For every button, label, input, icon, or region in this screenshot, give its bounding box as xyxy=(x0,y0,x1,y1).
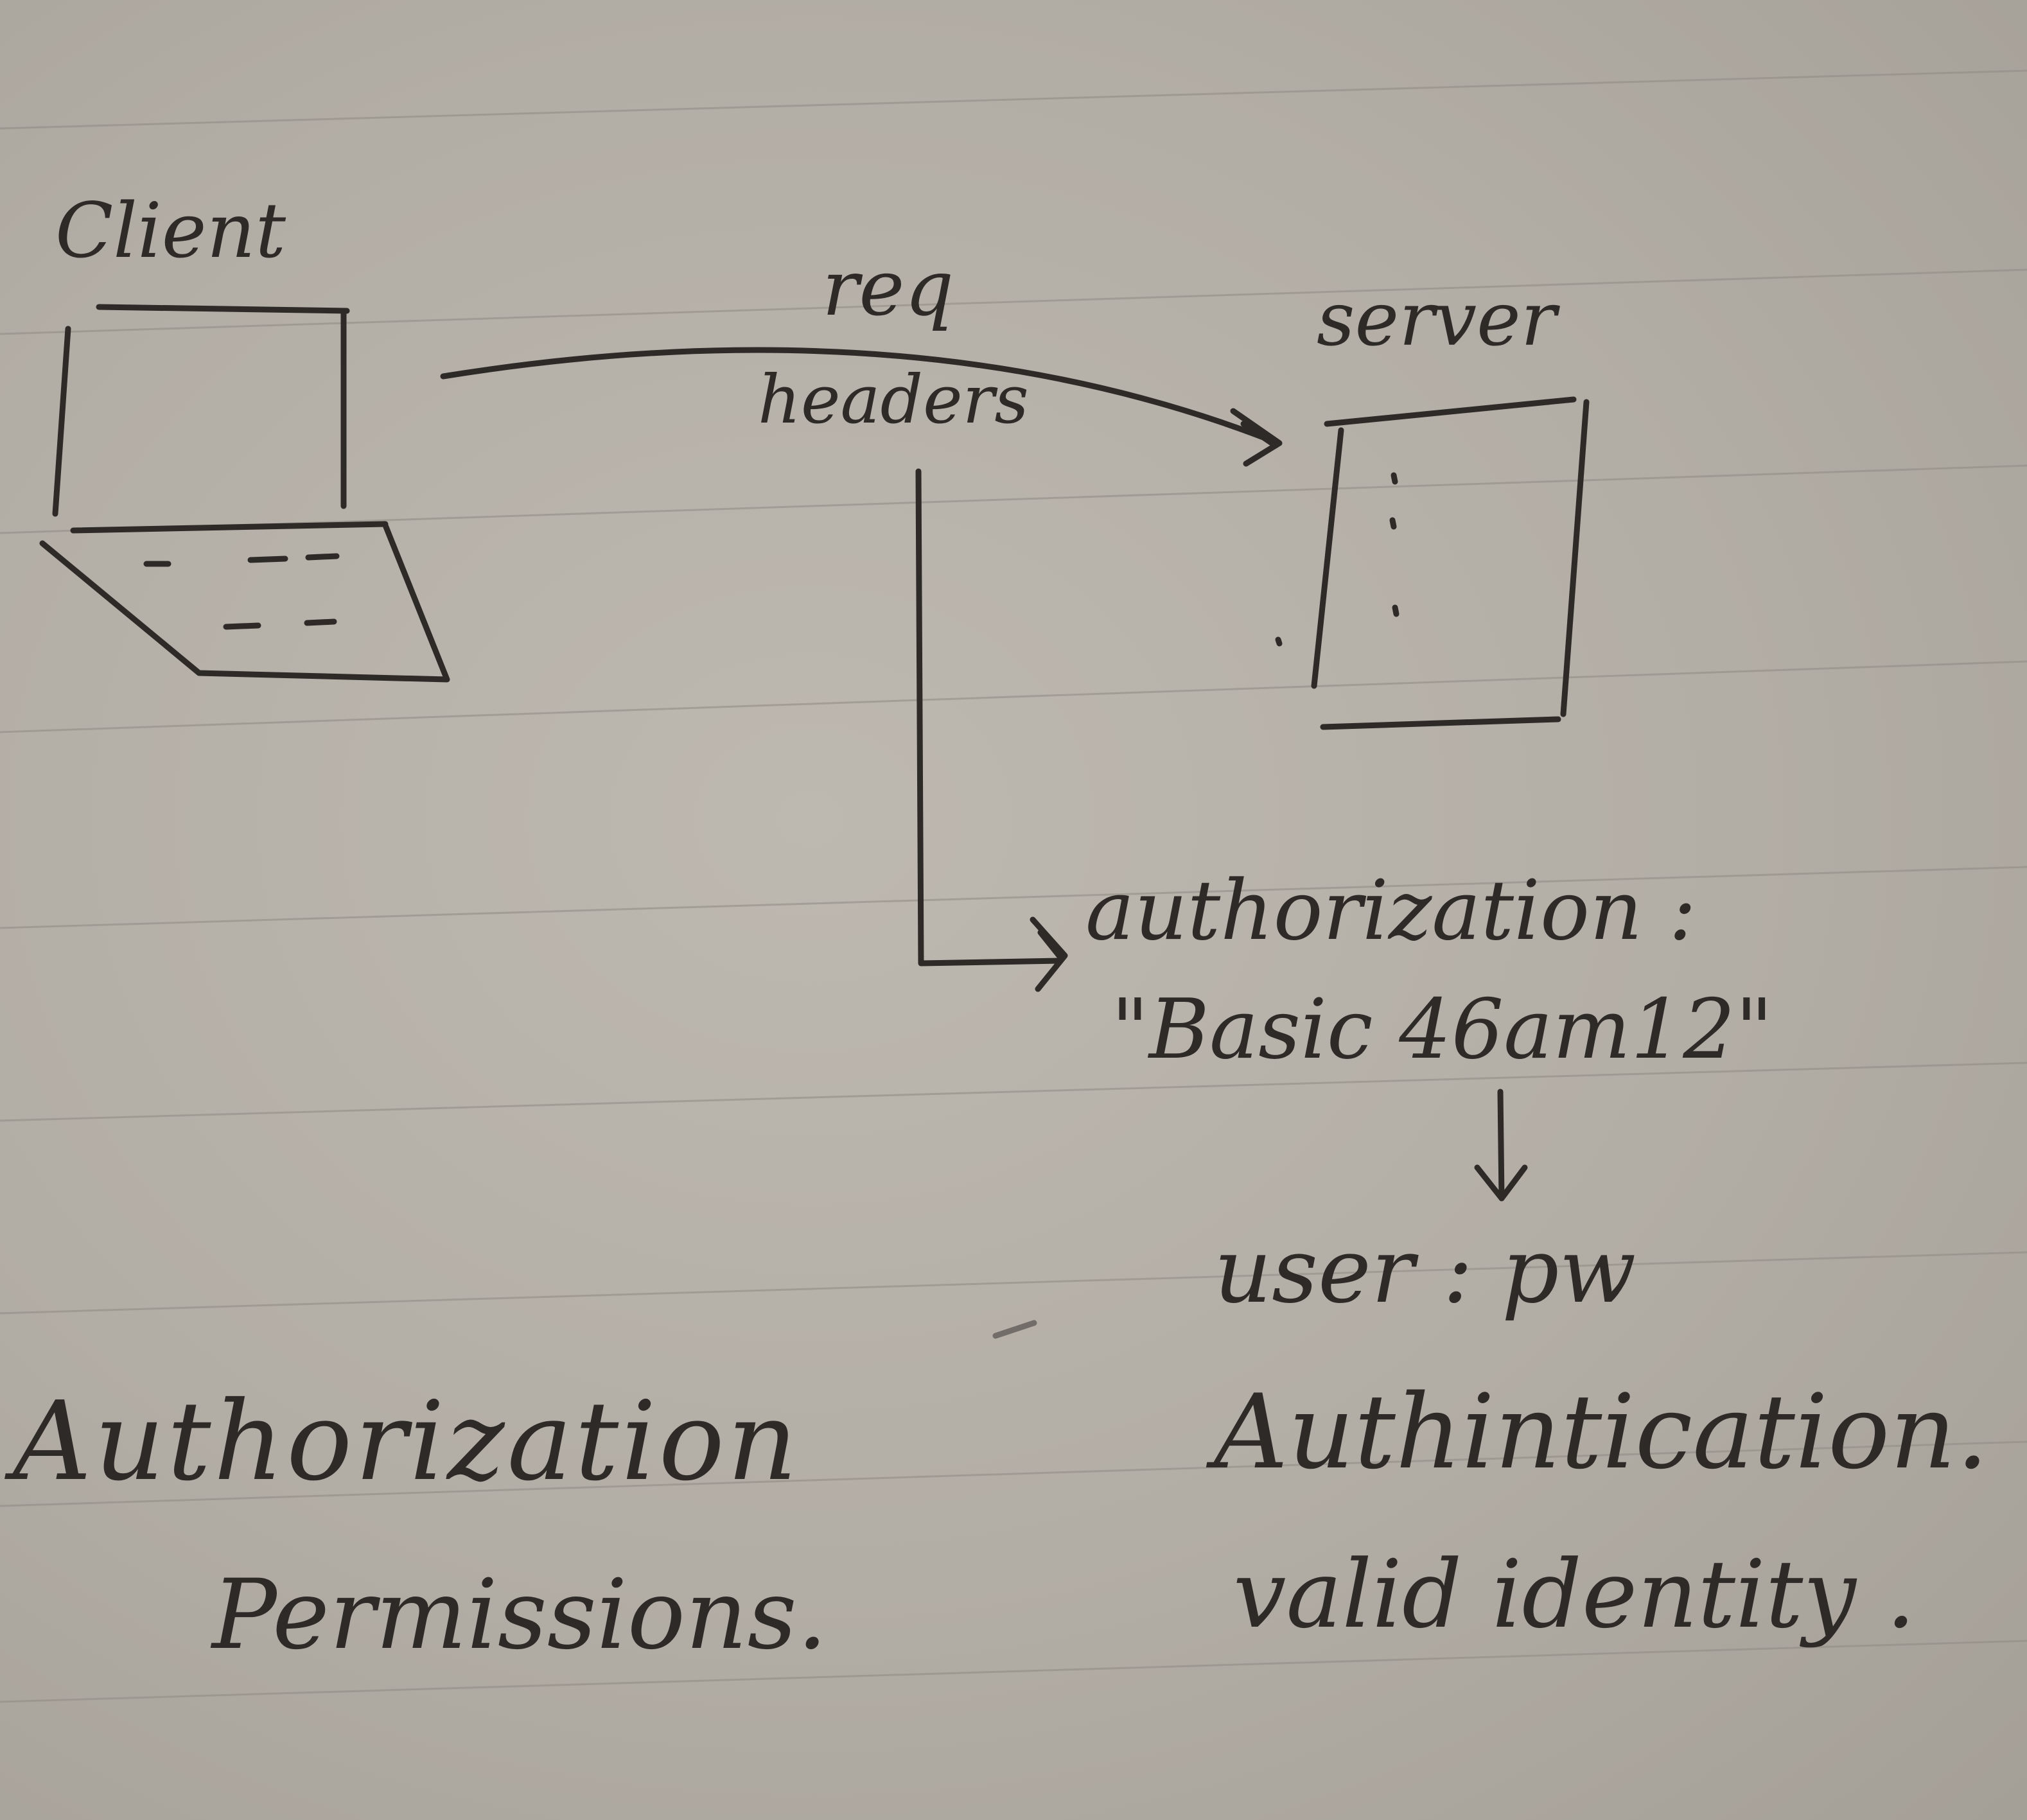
authorization-header-label: authorization : xyxy=(1085,863,1697,959)
request-arrow xyxy=(440,347,1283,467)
server-label: server xyxy=(1317,276,1557,363)
client-label: Client xyxy=(55,186,286,275)
authorization-heading: Authorization xyxy=(13,1378,800,1505)
authentication-heading: Authintication. xyxy=(1214,1372,1989,1492)
authorization-value-label: "Basic 46am12" xyxy=(1111,982,1773,1078)
pencil-smudge xyxy=(992,1320,1037,1339)
headers-label: headers xyxy=(758,360,1029,439)
req-label: req xyxy=(822,244,954,333)
headers-arrow xyxy=(915,468,1068,992)
permissions-note: Permissions. xyxy=(212,1559,828,1671)
decode-arrow xyxy=(1474,1089,1528,1202)
user-pw-label: user : pw xyxy=(1214,1219,1637,1324)
laptop-icon xyxy=(39,304,450,683)
valid-identity-note: valid identity . xyxy=(1233,1540,1916,1649)
server-icon xyxy=(1275,396,1590,730)
